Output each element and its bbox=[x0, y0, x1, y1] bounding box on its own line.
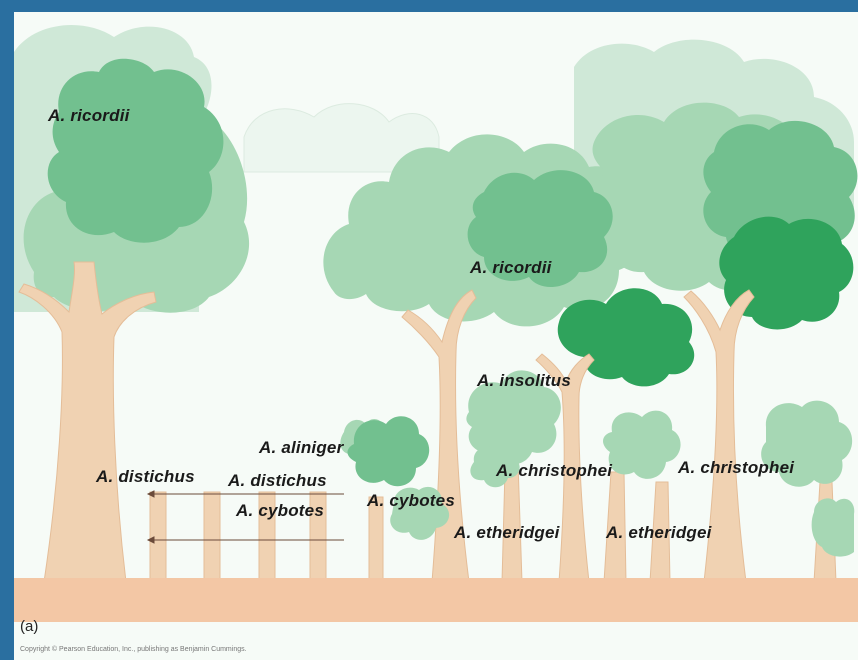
label-insolitus: A. insolitus bbox=[477, 371, 571, 391]
forest-illustration bbox=[14, 12, 858, 660]
copyright-notice: Copyright © Pearson Education, Inc., pub… bbox=[20, 646, 247, 653]
figure-panel: A. ricordii A. ricordii A. insolitus A. … bbox=[14, 12, 858, 660]
panel-letter: (a) bbox=[20, 618, 38, 635]
label-cybotes-1: A. cybotes bbox=[236, 501, 324, 521]
label-aliniger: A. aliniger bbox=[259, 438, 343, 458]
label-distichus-1: A. distichus bbox=[96, 467, 195, 487]
label-christophei-2: A. christophei bbox=[678, 458, 794, 478]
label-cybotes-2: A. cybotes bbox=[367, 491, 455, 511]
label-etheridgei-2: A. etheridgei bbox=[606, 523, 712, 543]
label-ricordii-left: A. ricordii bbox=[48, 106, 130, 126]
label-etheridgei-1: A. etheridgei bbox=[454, 523, 560, 543]
label-ricordii-center: A. ricordii bbox=[470, 258, 552, 278]
label-distichus-2: A. distichus bbox=[228, 471, 327, 491]
label-christophei-1: A. christophei bbox=[496, 461, 612, 481]
ground bbox=[14, 578, 858, 622]
